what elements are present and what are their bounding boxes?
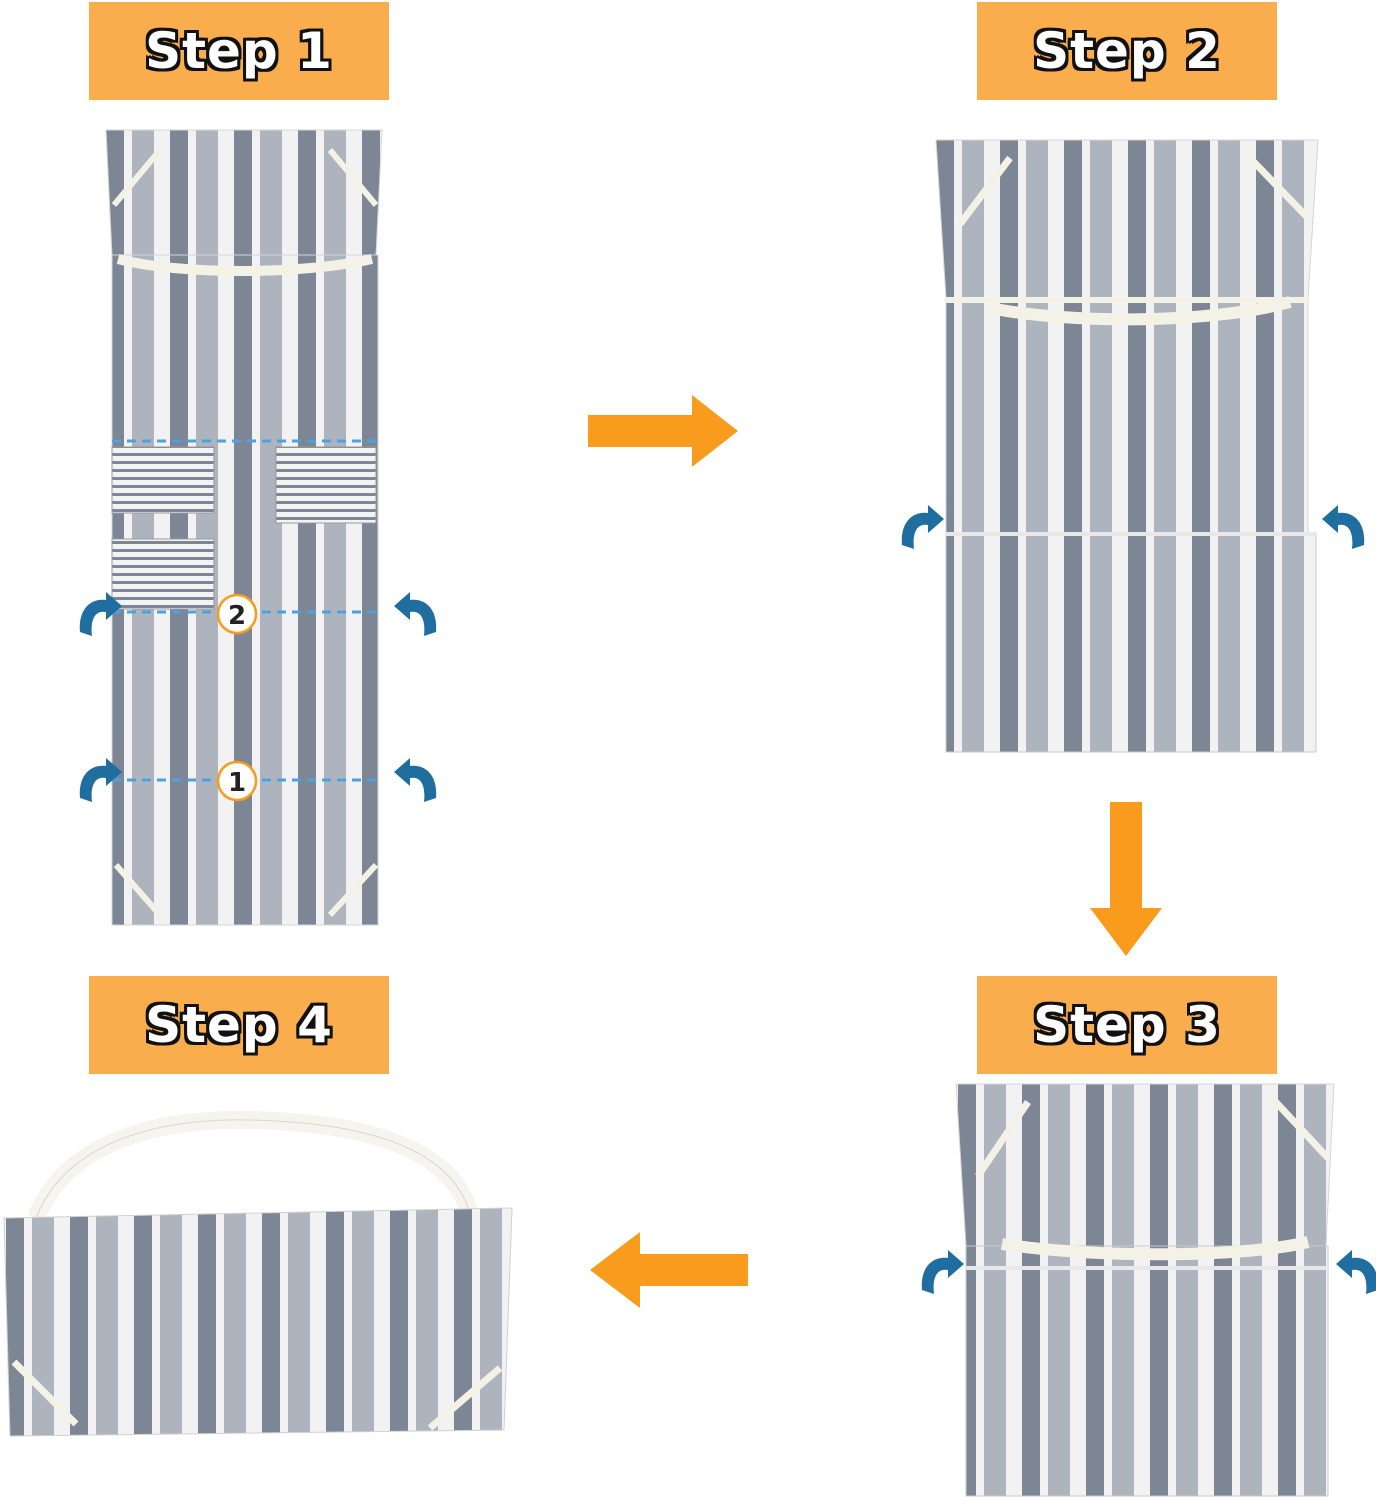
fold-arrow-icon [1336,1250,1376,1294]
fold-marker-2: 2 [216,593,258,635]
step-1-pad-illustration: 2 1 [105,129,383,926]
fold-arrow-icon [394,758,437,802]
step-2-label: Step 2 [977,2,1277,100]
svg-text:1: 1 [228,768,246,798]
step-3-label: Step 3 [977,976,1277,1074]
step-4-label: Step 4 [89,976,389,1074]
fold-arrow-icon [79,758,122,802]
fold-arrow-icon [79,592,122,636]
step-2-pad-illustration [935,139,1319,753]
step-3-pad-illustration [955,1083,1335,1497]
svg-text:2: 2 [228,601,246,631]
step-1-label: Step 1 [89,2,389,100]
step-4-pad-illustration [3,1110,513,1437]
arrow-down-icon [1090,802,1162,956]
fold-arrow-icon [901,505,944,549]
arrow-left-icon [590,1232,748,1308]
fold-arrow-icon [1322,505,1365,549]
arrow-right-icon [588,395,738,467]
fold-arrow-icon [921,1250,964,1294]
fold-marker-1: 1 [216,760,258,802]
fold-arrow-icon [394,592,437,636]
